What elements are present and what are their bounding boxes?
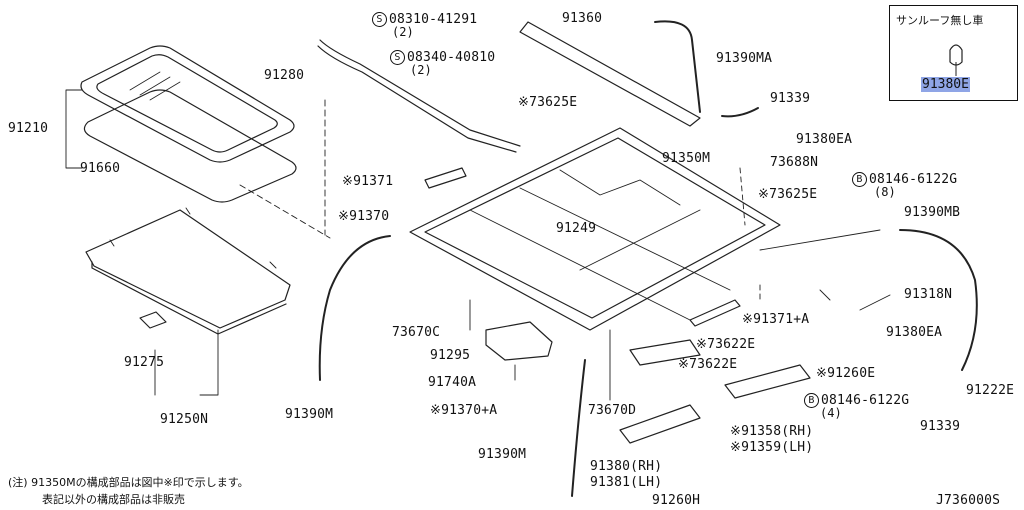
label-91390MA: 91390MA [716, 51, 773, 66]
star-mark: ※ [430, 403, 442, 418]
glass-panel-drawing [80, 45, 297, 203]
sunroof-frame-drawing [409, 127, 781, 331]
label-91390M-left: 91390M [285, 407, 334, 422]
qty-08340: (2) [410, 63, 432, 77]
label-91260E: ※91260E [816, 367, 875, 381]
weatherstrip-91280 [319, 39, 521, 147]
label-08146-bot-num: 08146-6122G [821, 393, 910, 408]
label-91280: 91280 [264, 68, 305, 83]
qty-08146-top: (8) [874, 185, 896, 199]
label-91210: 91210 [8, 121, 49, 136]
label-73625E-right-num: 73625E [769, 187, 818, 202]
label-73622E-1-num: 73622E [707, 337, 756, 352]
label-91370: ※91370 [338, 210, 389, 224]
label-91358: ※91358(RH) [730, 425, 813, 439]
label-91380EA-top: 91380EA [796, 132, 853, 147]
label-91359: ※91359(LH) [730, 441, 813, 455]
label-91371A: ※91371+A [742, 313, 809, 327]
label-91295: 91295 [430, 348, 471, 363]
inset-no-sunroof: サンルーフ無し車 91380E [889, 5, 1018, 101]
label-91339-top: 91339 [770, 91, 811, 106]
label-91370-num: 91370 [349, 209, 390, 224]
label-08340-num: 08340-40810 [407, 50, 496, 65]
label-91359-num: 91359(LH) [741, 440, 814, 455]
label-73622E-1: ※73622E [696, 338, 755, 352]
label-91370A: ※91370+A [430, 404, 497, 418]
star-mark: ※ [338, 209, 350, 224]
label-91370A-num: 91370+A [441, 403, 498, 418]
diagram-code: J736000S [936, 493, 1001, 508]
label-91390MB: 91390MB [904, 205, 961, 220]
label-73625E-top-num: 73625E [529, 95, 578, 110]
label-73670D: 73670D [588, 403, 637, 418]
label-91371A-num: 91371+A [753, 312, 810, 327]
label-91360: 91360 [562, 11, 603, 26]
label-08310-num: 08310-41291 [389, 12, 478, 27]
inset-title: サンルーフ無し車 [896, 14, 984, 27]
rail-91360 [519, 21, 701, 127]
label-73622E-2: ※73622E [678, 358, 737, 372]
star-mark: ※ [678, 357, 690, 372]
motor-drawing [485, 321, 553, 361]
inset-part-drawing [949, 44, 963, 76]
label-91740A: 91740A [428, 375, 477, 390]
label-91318N: 91318N [904, 287, 953, 302]
circle-s-mark: S [390, 50, 405, 65]
star-mark: ※ [730, 424, 742, 439]
star-mark: ※ [342, 174, 354, 189]
label-91250N: 91250N [160, 412, 209, 427]
label-73688N: 73688N [770, 155, 819, 170]
label-91339-bot: 91339 [920, 419, 961, 434]
label-08146-top-num: 08146-6122G [869, 172, 958, 187]
sunshade-drawing [85, 207, 291, 335]
note-line-1: (注) 91350Mの構成部品は図中※印で示します。 [8, 476, 249, 489]
star-mark: ※ [518, 95, 530, 110]
star-mark: ※ [816, 366, 828, 381]
qty-08146-bot: (4) [820, 406, 842, 420]
inset-part-highlight[interactable]: 91380E [921, 77, 970, 92]
star-mark: ※ [742, 312, 754, 327]
label-91249: 91249 [556, 221, 597, 236]
label-91371-num: 91371 [353, 174, 394, 189]
label-73625E-right: ※73625E [758, 188, 817, 202]
star-mark: ※ [758, 187, 770, 202]
label-73670C: 73670C [392, 325, 441, 340]
circle-b-mark: B [852, 172, 867, 187]
label-73625E-top: ※73625E [518, 96, 577, 110]
label-91390M-bot: 91390M [478, 447, 527, 462]
label-91260H: 91260H [652, 493, 701, 508]
circle-b-mark: B [804, 393, 819, 408]
label-91260E-num: 91260E [827, 366, 876, 381]
label-91371: ※91371 [342, 175, 393, 189]
label-91380EA-right: 91380EA [886, 325, 943, 340]
label-91380: 91380(RH) [590, 459, 663, 474]
circle-s-mark: S [372, 12, 387, 27]
label-73622E-2-num: 73622E [689, 357, 738, 372]
qty-08310: (2) [392, 25, 414, 39]
label-91222E: 91222E [966, 383, 1015, 398]
note-line-2: 表記以外の構成部品は非販売 [42, 493, 185, 506]
label-91275: 91275 [124, 355, 165, 370]
label-91381: 91381(LH) [590, 475, 663, 490]
label-91350M: 91350M [662, 151, 711, 166]
star-mark: ※ [696, 337, 708, 352]
label-91358-num: 91358(RH) [741, 424, 814, 439]
star-mark: ※ [730, 440, 742, 455]
label-91660: 91660 [80, 161, 121, 176]
